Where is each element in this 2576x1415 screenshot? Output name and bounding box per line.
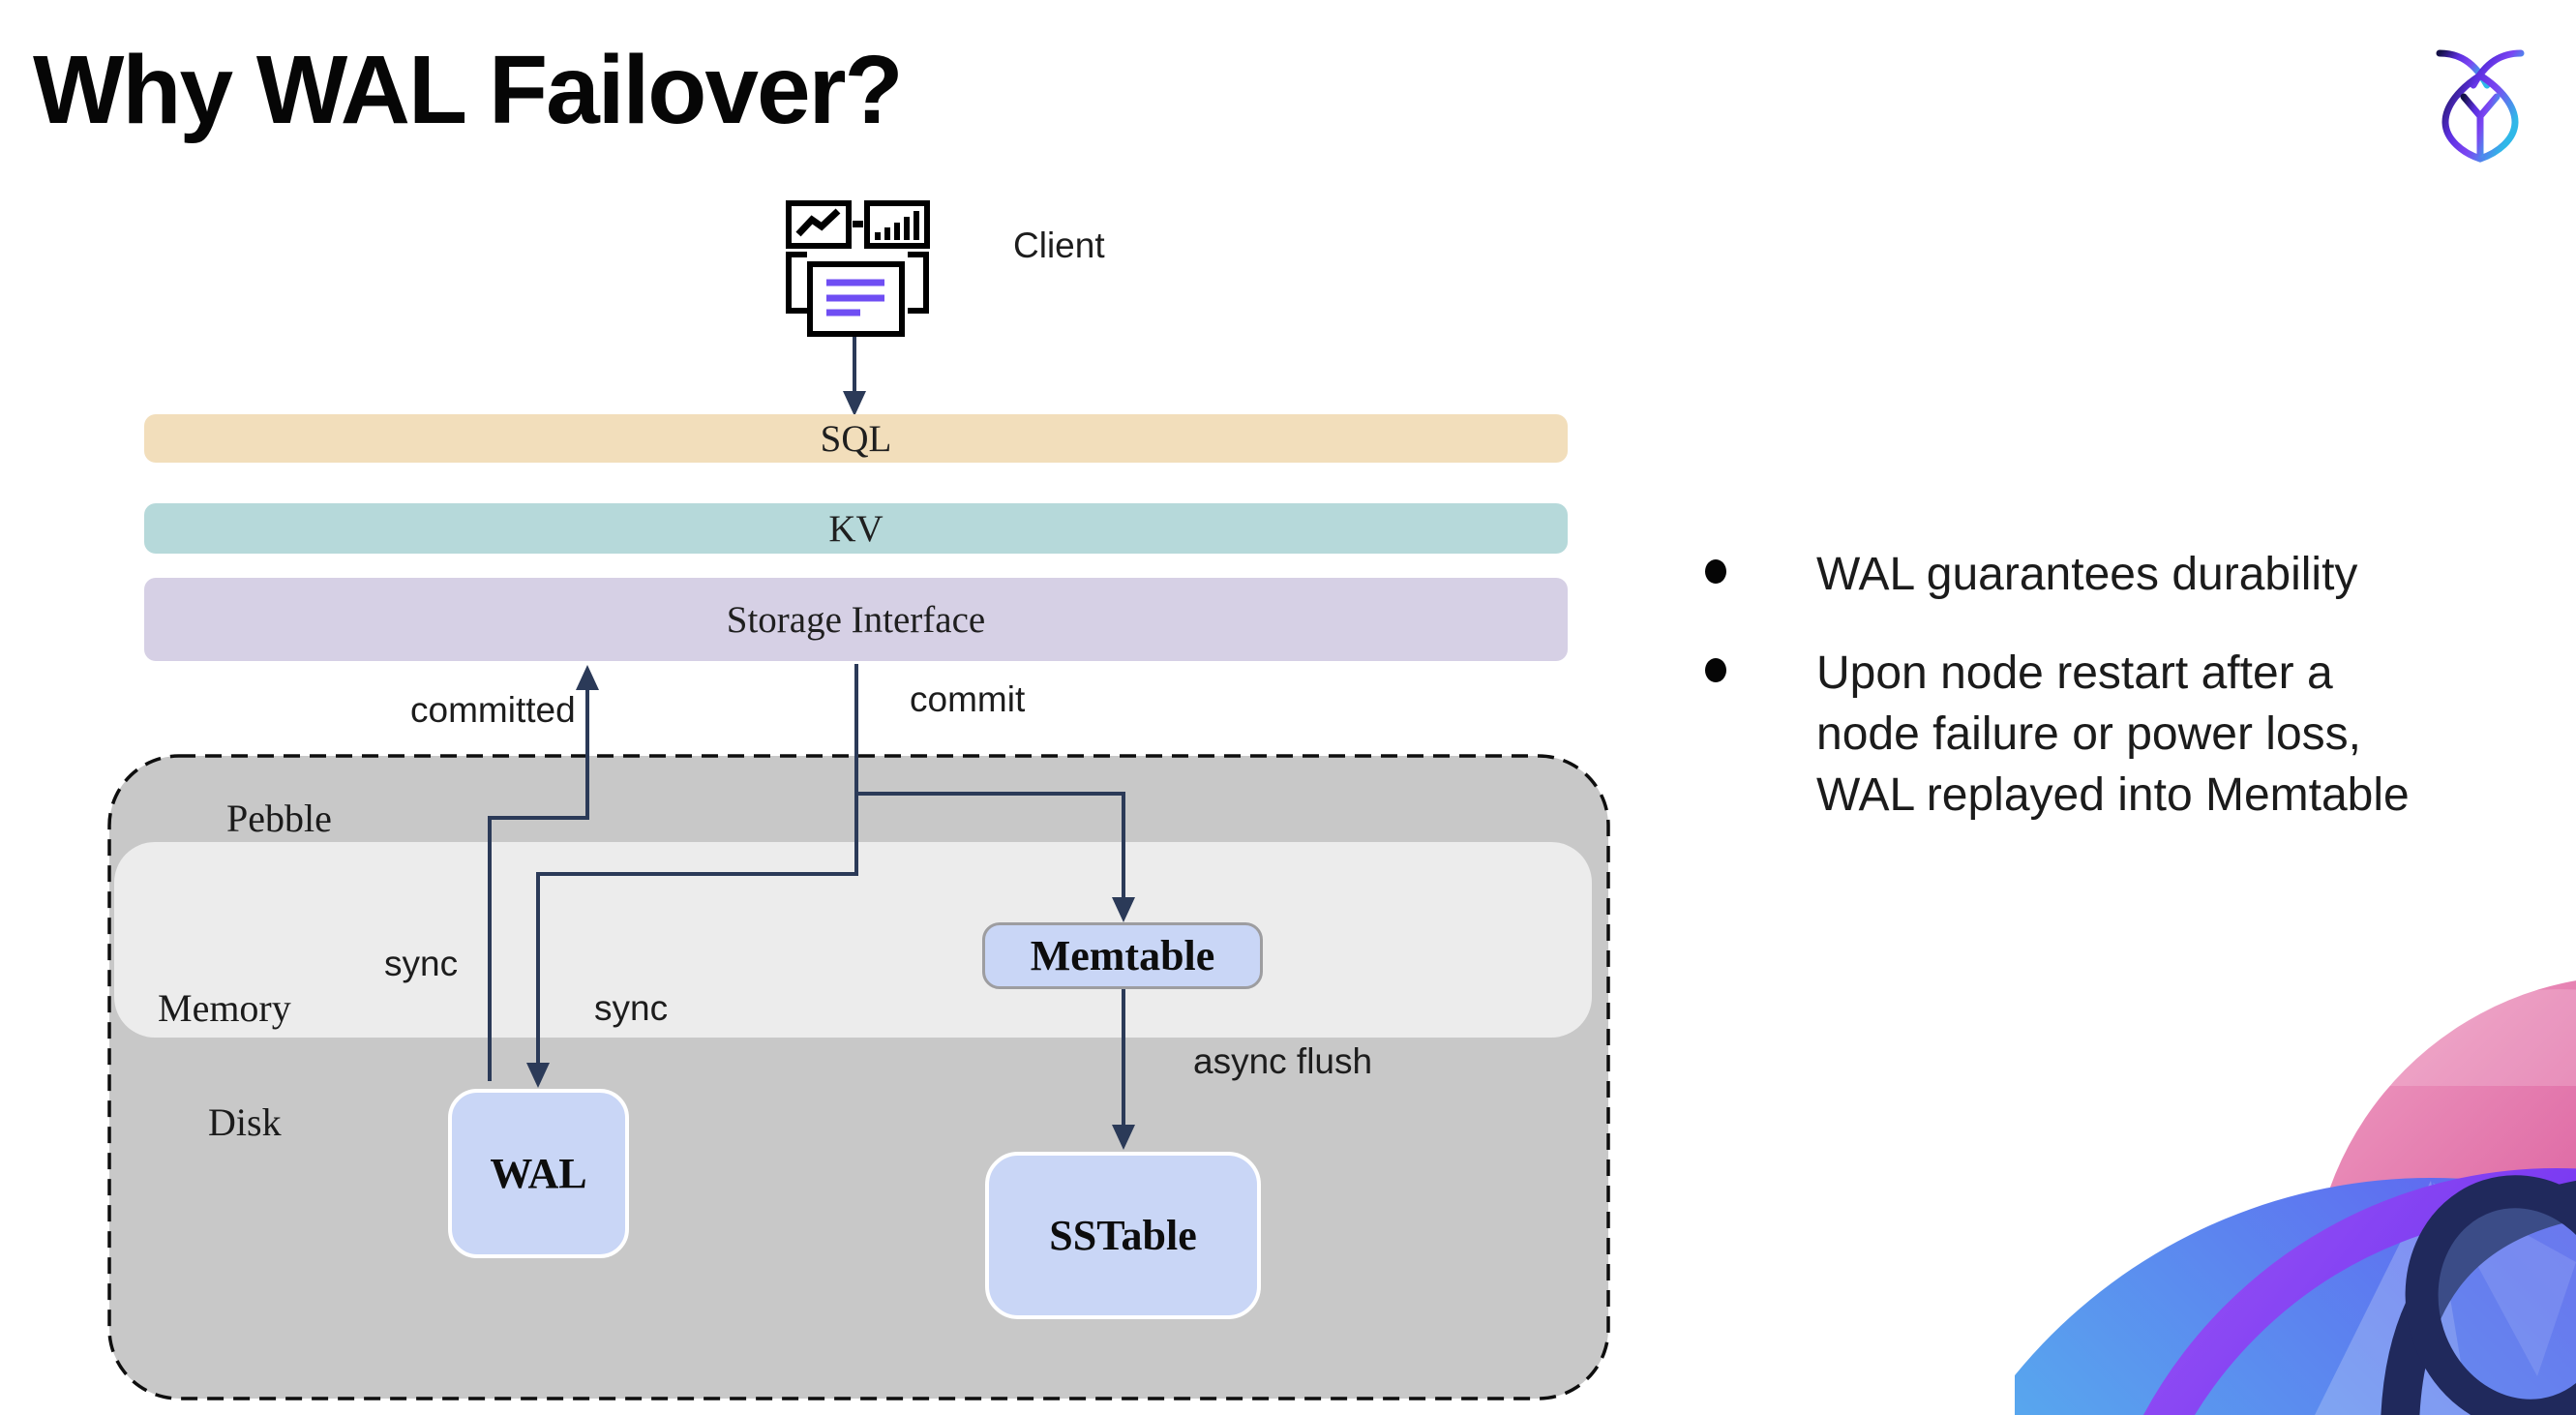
- arrowhead-committed: [576, 665, 599, 690]
- node-wal-label: WAL: [490, 1150, 587, 1197]
- node-wal: WAL: [448, 1089, 629, 1258]
- node-sstable-label: SSTable: [1049, 1212, 1197, 1259]
- edge-commit-memtable: [856, 792, 1125, 899]
- client-document-lines: [826, 279, 884, 316]
- list-item: Upon node restart after a node failure o…: [1705, 643, 2436, 826]
- layer-sql: SQL: [144, 414, 1568, 463]
- client-linechart-glyph: [795, 208, 841, 237]
- node-sstable: SSTable: [985, 1152, 1261, 1319]
- bullet-text: Upon node restart after a node failure o…: [1816, 647, 2410, 821]
- node-memtable-label: Memtable: [1030, 932, 1215, 979]
- arrowhead-client-sql: [843, 391, 866, 416]
- pebble-label: Pebble: [226, 797, 332, 840]
- logo-leaf-outline: [2441, 71, 2519, 163]
- memory-zone-label: Memory: [158, 986, 291, 1030]
- list-item: WAL guarantees durability: [1705, 544, 2436, 605]
- deco-pink-highlight: [2344, 989, 2576, 1086]
- client-monitor-chart-icon: [786, 200, 852, 249]
- disk-zone-label: Disk: [208, 1100, 282, 1144]
- arrowhead-async-flush: [1112, 1125, 1135, 1150]
- layer-kv: KV: [144, 503, 1568, 554]
- edge-label-commit: commit: [910, 679, 1026, 719]
- edge-label-sync-left: sync: [384, 944, 459, 983]
- cockroachdb-logo-icon: [2436, 49, 2525, 163]
- client-bracket-right: [908, 252, 929, 314]
- edge-label-async-flush: async flush: [1193, 1041, 1373, 1081]
- client-label: Client: [1013, 226, 1105, 265]
- edge-label-committed: committed: [410, 690, 576, 730]
- diagram-arrowheads: [526, 391, 1135, 1150]
- bullet-dot-icon: [1705, 559, 1726, 584]
- node-memtable: Memtable: [982, 922, 1263, 989]
- edge-committed: [488, 689, 589, 1081]
- layer-storage-label: Storage Interface: [726, 598, 986, 641]
- client-dash: [853, 221, 863, 227]
- client-bracket-left: [786, 252, 807, 314]
- client-icon: [786, 200, 930, 337]
- layer-kv-label: KV: [828, 507, 884, 550]
- layer-storage-interface: Storage Interface: [144, 578, 1568, 661]
- bullet-text: WAL guarantees durability: [1816, 549, 2358, 600]
- layer-sql-label: SQL: [820, 417, 892, 460]
- bullet-dot-icon: [1705, 658, 1726, 682]
- arrowhead-commit-memtable: [1112, 897, 1135, 922]
- logo-leaf-stem: [2460, 93, 2501, 159]
- edge-commit-wal: [536, 664, 858, 1065]
- arrowhead-commit-wal: [526, 1063, 550, 1088]
- diagram-edges: [488, 337, 1125, 1127]
- memory-band: [114, 842, 1592, 1038]
- page-title: Why WAL Failover?: [33, 36, 904, 144]
- client-barchart-glyph: [875, 211, 919, 240]
- brand-sphere-art: [2015, 980, 2576, 1415]
- edge-label-sync-right: sync: [594, 988, 669, 1028]
- deco-navy-glyph: [2381, 1175, 2576, 1415]
